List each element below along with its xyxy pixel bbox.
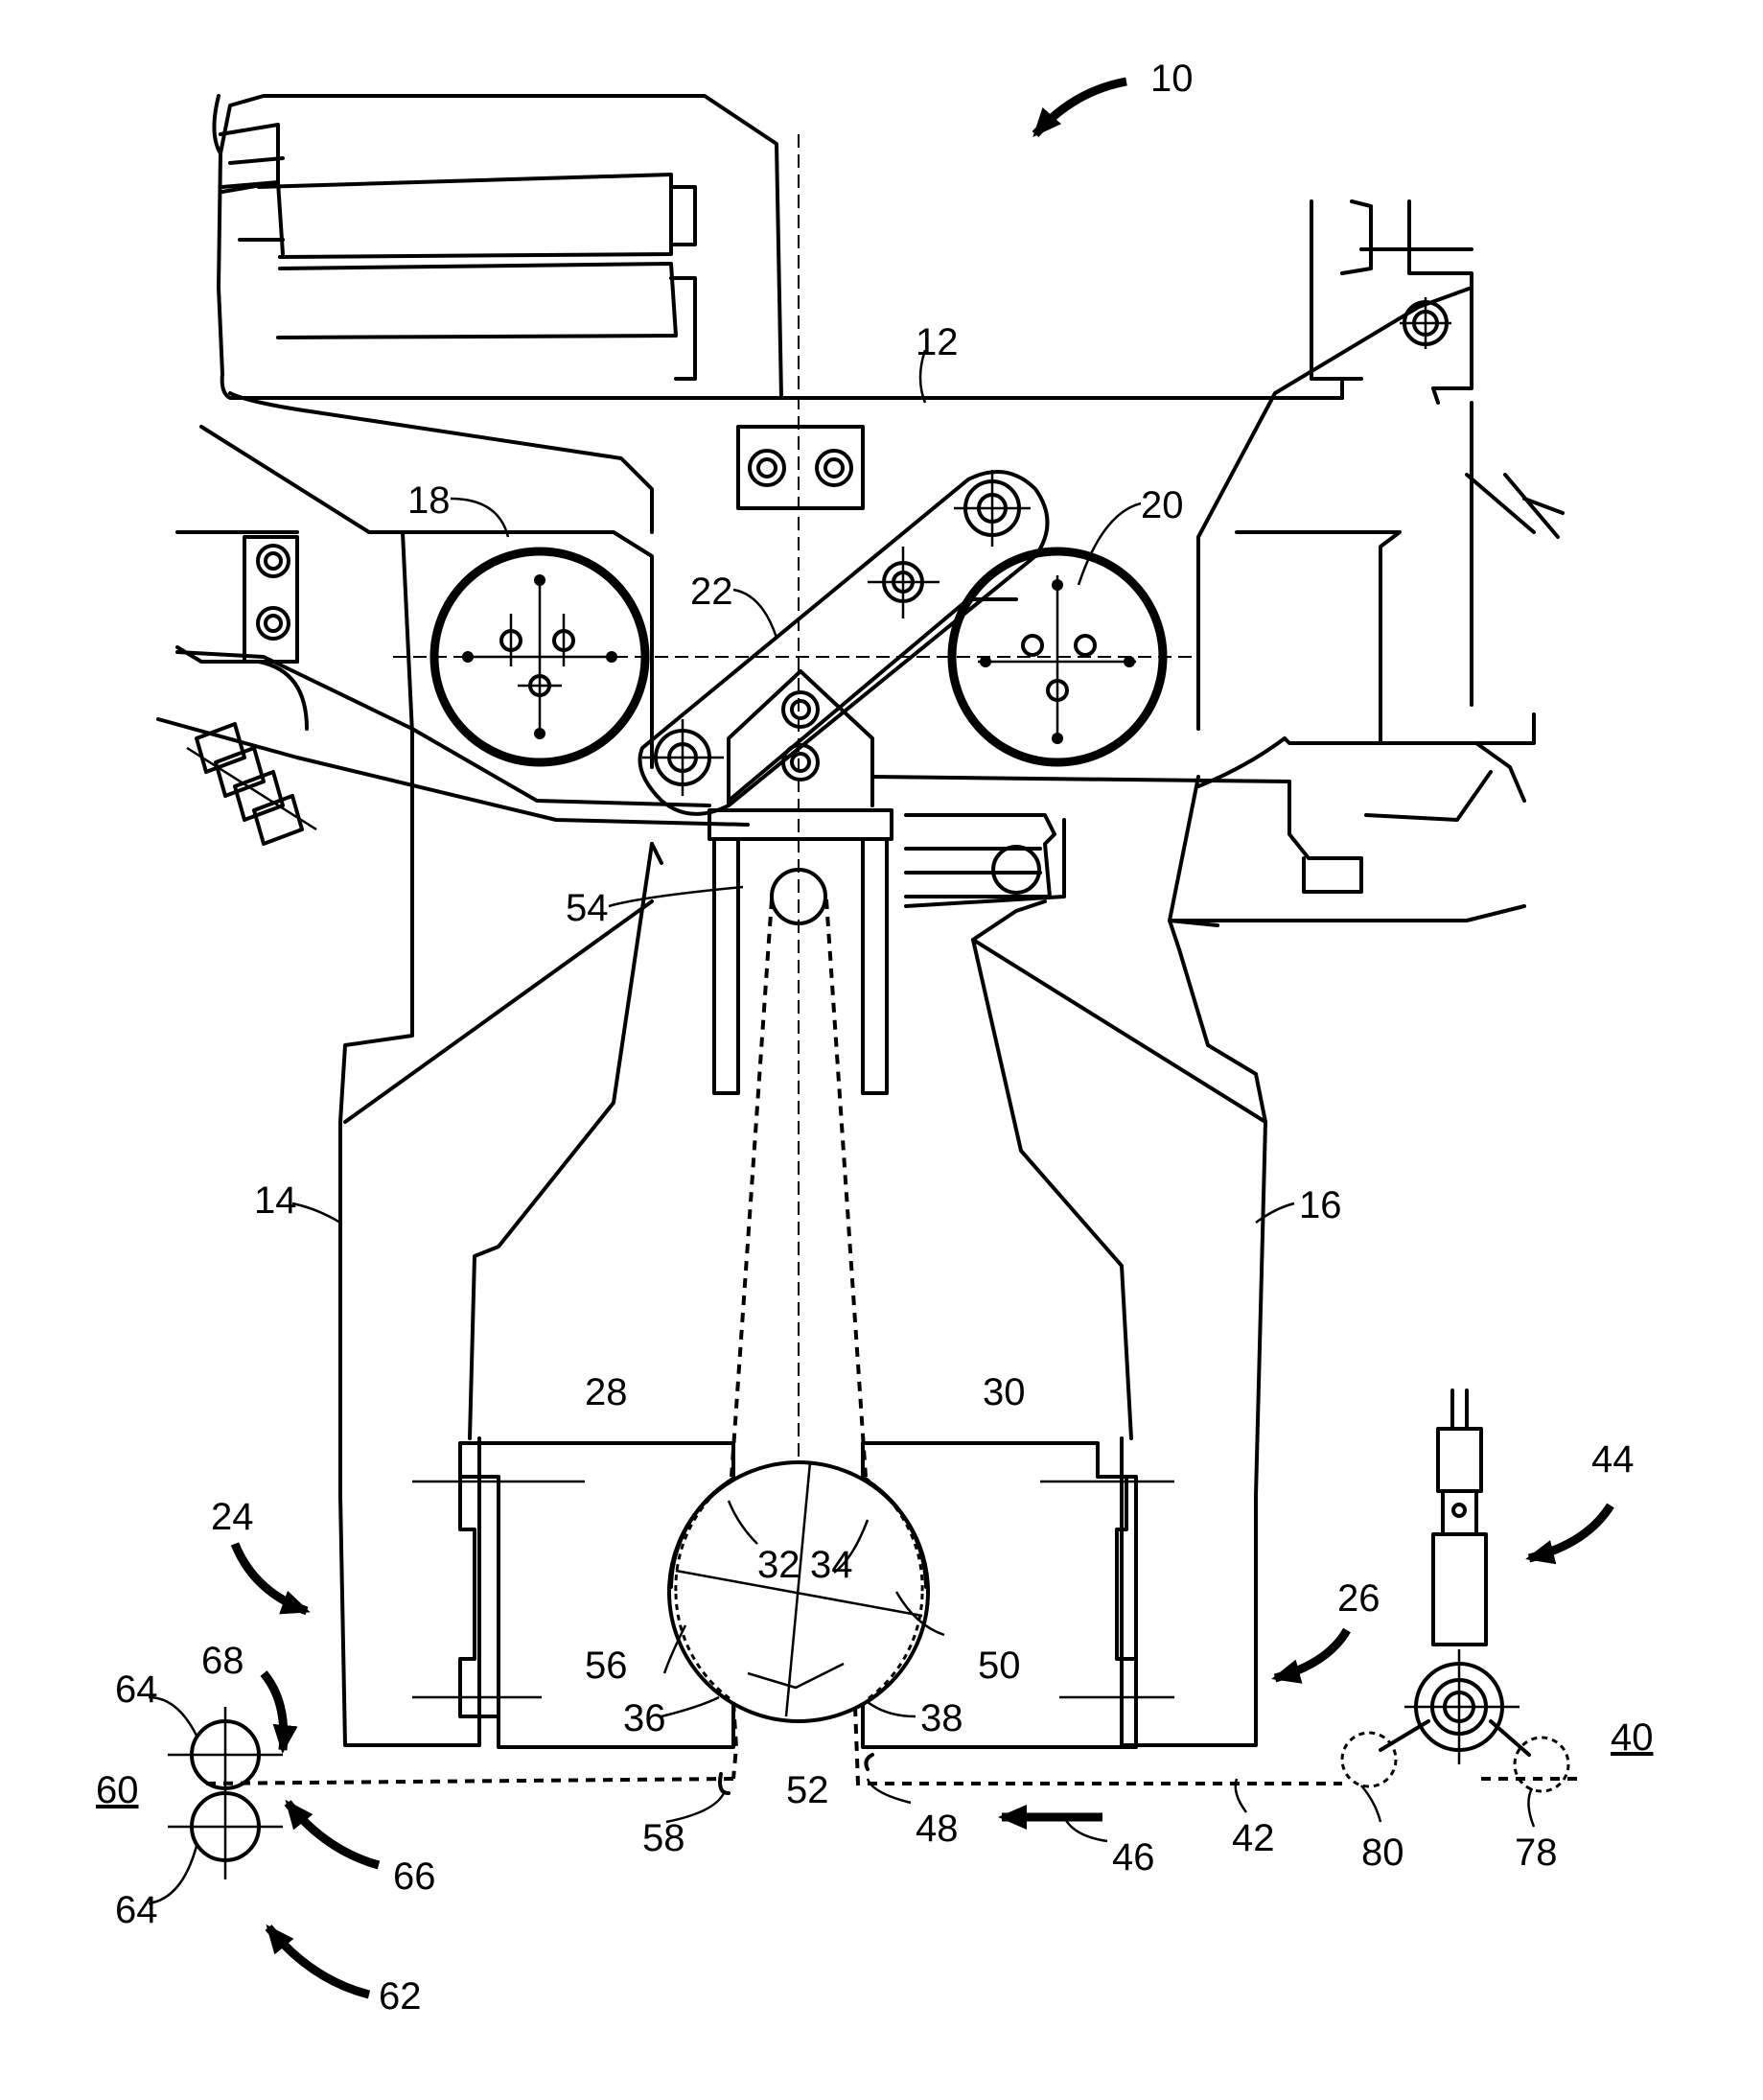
arrow-10 [1035,82,1126,134]
take-up-rolls [168,1707,283,1879]
arrow-62 [268,1927,369,1995]
label-16: 16 [1299,1184,1342,1226]
arrow-44 [1529,1505,1611,1558]
label-60: 60 [96,1769,139,1811]
right-guide-block [906,815,1064,906]
label-52: 52 [786,1769,829,1811]
label-62: 62 [379,1975,422,2018]
left-comb-stack [187,724,316,844]
label-66: 66 [393,1855,436,1898]
label-22: 22 [690,571,733,613]
label-36: 36 [623,1697,666,1739]
linkage-arm-22 [640,470,1048,814]
label-34: 34 [810,1544,853,1586]
label-64-top: 64 [115,1668,158,1711]
arrow-66 [288,1803,379,1865]
label-38: 38 [920,1697,963,1739]
label-42: 42 [1232,1817,1275,1859]
label-58: 58 [642,1817,685,1859]
cylinder-52 [669,1462,928,1721]
label-44: 44 [1591,1438,1635,1481]
label-30: 30 [983,1371,1026,1413]
upper-frame [158,288,1563,921]
label-48: 48 [916,1808,959,1850]
label-12: 12 [916,321,959,363]
label-10: 10 [1150,58,1194,100]
center-yoke [709,671,892,1093]
roller-18 [434,551,645,762]
label-46: 46 [1112,1836,1155,1878]
arrow-24 [235,1544,307,1611]
label-56: 56 [585,1645,628,1687]
label-78: 78 [1515,1832,1558,1874]
label-50: 50 [978,1645,1021,1687]
center-bolt-block [738,427,863,508]
label-28: 28 [585,1371,628,1413]
label-68: 68 [201,1640,244,1682]
label-40: 40 [1611,1716,1654,1759]
label-14: 14 [254,1179,297,1222]
label-26: 26 [1337,1577,1380,1620]
label-18: 18 [407,479,451,522]
label-64-bottom: 64 [115,1889,158,1931]
label-20: 20 [1141,484,1184,526]
side-frame-14 [340,532,661,1745]
roller-20 [952,551,1163,762]
label-80: 80 [1361,1832,1404,1874]
label-24: 24 [211,1496,254,1538]
top-carriage [214,96,1472,398]
label-32: 32 [757,1544,800,1586]
arrow-26 [1275,1630,1347,1678]
arrow-68 [264,1673,284,1750]
left-bolt-plate [244,537,297,662]
label-54: 54 [566,887,609,929]
